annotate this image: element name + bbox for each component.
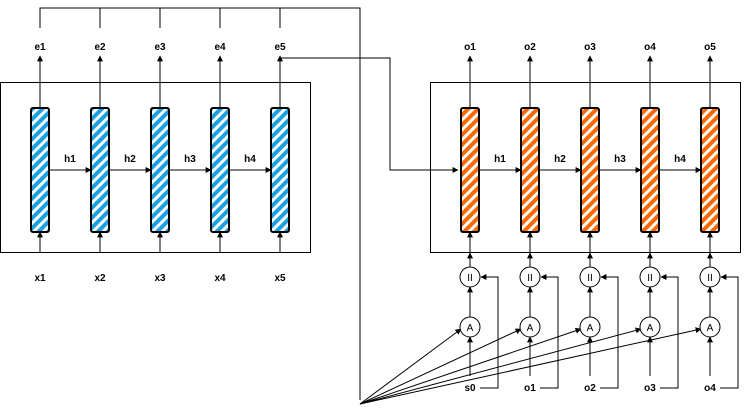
input-to-concat-arrow: [480, 274, 499, 389]
encoder-output-bus: [39, 7, 361, 400]
encoder-output-label: e4: [214, 42, 226, 53]
decoder-output-label: o5: [704, 42, 716, 53]
encoder-rnn-cell: [270, 107, 290, 233]
attention-node: [459, 316, 481, 338]
input-to-concat-arrow: [540, 274, 559, 389]
input-to-concat-arrow: [600, 274, 619, 389]
encoder-states-to-attention-arrow: [359, 328, 462, 405]
encoder-rnn-cell: [30, 107, 50, 233]
encoder-hidden-label: h3: [184, 154, 196, 165]
encoder-input-label: x1: [34, 273, 46, 284]
decoder-rnn-cell: [700, 107, 720, 233]
encoder-input-label: x4: [214, 273, 226, 284]
decoder-input-label: o4: [704, 383, 716, 394]
attention-node: [699, 316, 721, 338]
encoder-input-label: x3: [154, 273, 166, 284]
decoder-output-label: o2: [524, 42, 536, 53]
attention-symbol: A: [527, 323, 534, 334]
encoder-rnn-cell: [150, 107, 170, 233]
attention-node: [639, 316, 661, 338]
encoder-states-to-attention-arrow: [359, 328, 522, 405]
decoder-rnn-cell: [640, 107, 660, 233]
attention-symbol: A: [587, 323, 594, 334]
decoder-rnn-cell: [580, 107, 600, 233]
concat-symbol: II: [587, 273, 593, 284]
attention-node: [579, 316, 601, 338]
encoder-states-to-attention-arrow: [359, 327, 642, 405]
encoder-rnn-cell: [90, 107, 110, 233]
concat-node: [699, 266, 721, 288]
encoder-box: [0, 82, 311, 253]
attention-symbol: A: [467, 323, 474, 334]
decoder-input-label: o3: [644, 383, 656, 394]
concat-node: [579, 266, 601, 288]
input-to-concat-arrow: [720, 274, 739, 389]
attention-layer: II As0 II Ao1 II Ao2 II Ao3 II Ao4: [359, 252, 739, 405]
encoder-hidden-label: h1: [64, 154, 76, 165]
attention-symbol: A: [707, 323, 714, 334]
decoder-input-label: o2: [584, 383, 596, 394]
decoder-output-label: o4: [644, 42, 656, 53]
encoder-hidden-label: h2: [124, 154, 136, 165]
concat-symbol: II: [467, 273, 473, 284]
encoder-input-label: x2: [94, 273, 106, 284]
attention-symbol: A: [647, 323, 654, 334]
decoder-rnn-cell: [460, 107, 480, 233]
encoder-rnn-cell: [210, 107, 230, 233]
concat-symbol: II: [647, 273, 653, 284]
encoder-output-label: e2: [94, 42, 106, 53]
input-to-concat-arrow: [660, 274, 679, 389]
decoder-hidden-label: h2: [554, 154, 566, 165]
encoder-output-label: e3: [154, 42, 166, 53]
concat-node: [519, 266, 541, 288]
concat-symbol: II: [527, 273, 533, 284]
decoder-box: [430, 82, 741, 253]
encoder-output-label: e5: [274, 42, 286, 53]
decoder-output-label: o3: [584, 42, 596, 53]
context-vector-arrow: [279, 57, 459, 173]
concat-node: [639, 266, 661, 288]
decoder-output-label: o1: [464, 42, 476, 53]
decoder-input-label: s0: [464, 383, 476, 394]
decoder-layer: o1 h1 o2 h2 o3 h3 o4 h4 o5: [460, 42, 720, 252]
encoder-states-to-attention-arrow: [359, 327, 582, 405]
decoder-rnn-cell: [520, 107, 540, 233]
encoder-hidden-label: h4: [244, 154, 256, 165]
concat-symbol: II: [707, 273, 713, 284]
concat-node: [459, 266, 481, 288]
encoder-states-to-attention-arrow: [359, 327, 702, 405]
encoder-output-label: e1: [34, 42, 46, 53]
encoder-input-label: x5: [274, 273, 286, 284]
decoder-hidden-label: h3: [614, 154, 626, 165]
encoder-layer: e1 h1 e2 h2 e3 h3 e4 h4 e5 x1 x2 x3 x4 x5: [30, 42, 290, 284]
decoder-hidden-label: h1: [494, 154, 506, 165]
decoder-hidden-label: h4: [674, 154, 686, 165]
attention-node: [519, 316, 541, 338]
decoder-input-label: o1: [524, 383, 536, 394]
